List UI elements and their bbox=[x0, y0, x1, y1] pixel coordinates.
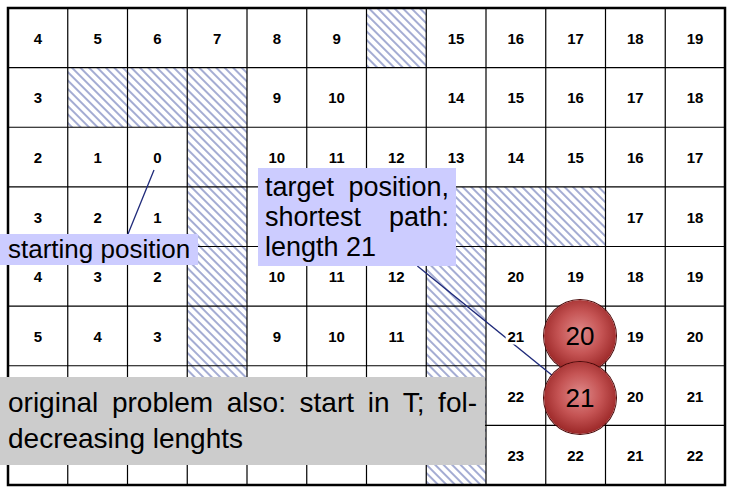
cell-number: 12 bbox=[386, 268, 407, 285]
cell-number: 22 bbox=[685, 447, 706, 464]
cell-number: 10 bbox=[267, 149, 288, 166]
cell-number: 23 bbox=[506, 447, 527, 464]
cell-number: 2 bbox=[151, 268, 163, 285]
cell-number: 14 bbox=[446, 89, 467, 106]
cell-number: 9 bbox=[271, 327, 283, 344]
grid-ground bbox=[8, 8, 725, 485]
node-text: original problem also: start in T; fol- … bbox=[8, 385, 477, 457]
cell-number: 6 bbox=[151, 29, 163, 46]
cell-number: 3 bbox=[151, 327, 163, 344]
cell-number: 21 bbox=[685, 387, 706, 404]
grid-line bbox=[8, 127, 725, 128]
cell-number: 2 bbox=[32, 149, 44, 166]
grid-lines bbox=[8, 8, 725, 485]
cell-number: 21 bbox=[625, 447, 646, 464]
cell-number: 5 bbox=[32, 327, 44, 344]
cell-number: 7 bbox=[211, 29, 223, 46]
cell-number: 12 bbox=[386, 149, 407, 166]
node-text: starting position bbox=[8, 235, 190, 264]
cell-number: 19 bbox=[685, 29, 706, 46]
cell-number: 9 bbox=[271, 89, 283, 106]
cell-number: 18 bbox=[685, 89, 706, 106]
cell-number: 20 bbox=[506, 268, 527, 285]
ball-marker: 21 bbox=[544, 362, 616, 434]
cell-number: 18 bbox=[625, 29, 646, 46]
grid-line bbox=[8, 306, 725, 307]
grid-line bbox=[8, 365, 725, 366]
cell-number: 10 bbox=[326, 89, 347, 106]
cell-number: 15 bbox=[565, 149, 586, 166]
cell-number: 20 bbox=[625, 387, 646, 404]
cell-number: 0 bbox=[151, 149, 163, 166]
cell-number: 10 bbox=[267, 268, 288, 285]
cell-number: 11 bbox=[327, 149, 347, 166]
cell-number: 10 bbox=[326, 327, 347, 344]
cell-number: 13 bbox=[446, 149, 467, 166]
cell-number: 4 bbox=[32, 29, 44, 46]
cell-number: 21 bbox=[506, 327, 527, 344]
leader-line bbox=[417, 266, 552, 375]
cell-number: 18 bbox=[685, 208, 706, 225]
cell-number: 16 bbox=[565, 89, 586, 106]
cell-number: 8 bbox=[271, 29, 283, 46]
callout-box: target position, shortest path: length 2… bbox=[258, 168, 456, 266]
callout-box: starting position bbox=[0, 234, 198, 265]
cell-number: 17 bbox=[685, 149, 706, 166]
cell-number: 18 bbox=[625, 268, 646, 285]
cell-number: 20 bbox=[685, 327, 706, 344]
cell-number: 11 bbox=[386, 327, 406, 344]
wall-cell bbox=[68, 68, 247, 128]
cell-number: 19 bbox=[625, 327, 646, 344]
cell-number: 15 bbox=[446, 29, 467, 46]
cell-number: 2 bbox=[91, 208, 103, 225]
cell-number: 17 bbox=[625, 89, 646, 106]
cell-number: 4 bbox=[91, 327, 103, 344]
cell-number: 16 bbox=[625, 149, 646, 166]
cell-number: 4 bbox=[32, 268, 44, 285]
grid-border bbox=[8, 8, 725, 485]
cell-number: 16 bbox=[506, 29, 527, 46]
cell-number: 19 bbox=[565, 268, 586, 285]
cell-number: 11 bbox=[327, 268, 347, 285]
cell-number: 19 bbox=[685, 268, 706, 285]
cell-number: 1 bbox=[151, 208, 163, 225]
cell-number: 3 bbox=[32, 208, 44, 225]
cell-number: 22 bbox=[506, 387, 527, 404]
cell-number: 9 bbox=[330, 29, 342, 46]
cell-number: 1 bbox=[91, 149, 103, 166]
cell-number: 15 bbox=[506, 89, 527, 106]
cell-number: 14 bbox=[506, 149, 527, 166]
cell-number: 5 bbox=[91, 29, 103, 46]
note-box: original problem also: start in T; fol- … bbox=[0, 377, 485, 465]
node-text: 20 bbox=[566, 323, 595, 349]
node-text: target position, shortest path: length 2… bbox=[265, 172, 449, 262]
cell-number: 17 bbox=[565, 29, 586, 46]
cell-number: 17 bbox=[625, 208, 646, 225]
cell-number: 3 bbox=[32, 89, 44, 106]
node-text: 21 bbox=[566, 385, 595, 411]
wall-cell bbox=[367, 8, 427, 68]
leader-line bbox=[128, 170, 154, 234]
cell-number: 22 bbox=[565, 447, 586, 464]
cell-number: 3 bbox=[91, 268, 103, 285]
grid-line bbox=[8, 67, 725, 68]
